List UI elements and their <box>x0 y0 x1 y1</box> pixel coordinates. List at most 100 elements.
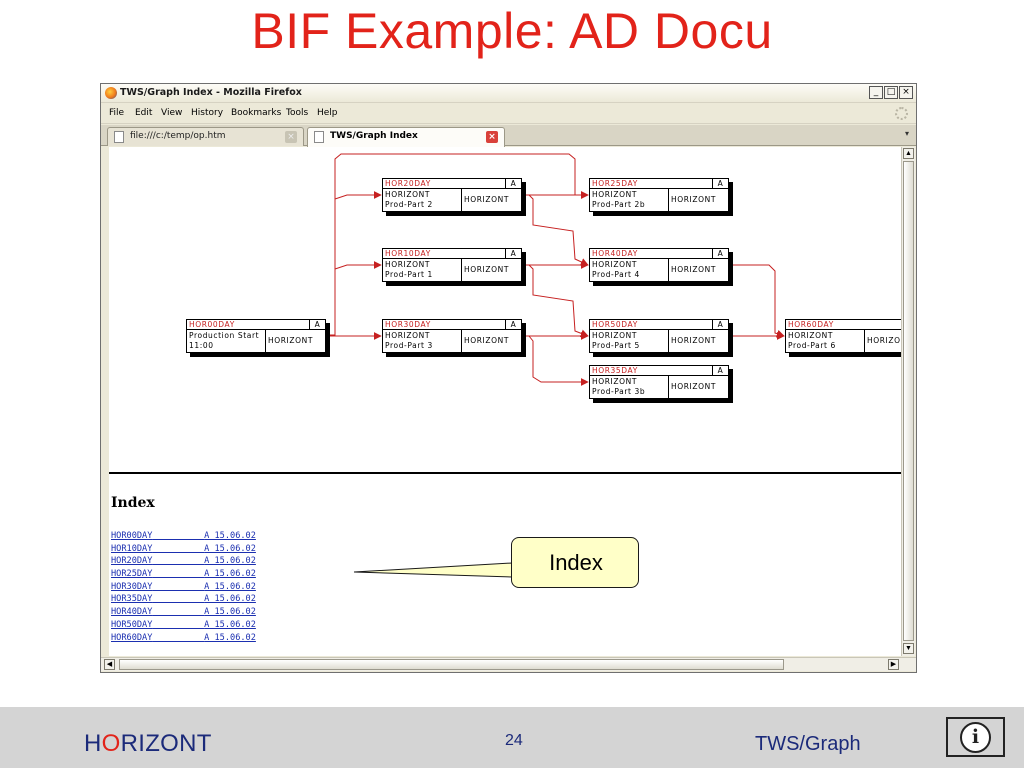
scroll-down-icon[interactable]: ▼ <box>903 643 914 654</box>
node-owner: HORIZONT <box>461 189 521 211</box>
node-id: HOR30DAY <box>385 320 431 329</box>
index-link-hor25day[interactable]: HOR25DAY A 15.06.02 <box>111 569 256 580</box>
index-link-hor60day[interactable]: HOR60DAY A 15.06.02 <box>111 632 256 643</box>
menu-view[interactable]: View <box>161 108 183 118</box>
menu-bar: File Edit View History Bookmarks Tools H… <box>101 104 916 124</box>
edge-hor00-hor10 <box>334 261 382 335</box>
tab-close-icon[interactable]: × <box>486 131 498 143</box>
node-owner: HORIZONT <box>668 330 728 352</box>
graph-node[interactable]: HOR40DAY A HORIZONT Prod-Part 4 HORIZONT <box>589 248 733 286</box>
minimize-button[interactable]: _ <box>869 86 883 99</box>
node-desc: Prod-Part 6 <box>788 341 836 350</box>
node-desc: HORIZONT <box>592 377 637 386</box>
menu-edit[interactable]: Edit <box>135 108 153 118</box>
node-desc: HORIZONT <box>385 190 430 199</box>
scroll-right-icon[interactable]: ▶ <box>888 659 899 670</box>
graph-node[interactable]: HOR25DAY A HORIZONT Prod-Part 2b HORIZON… <box>589 178 733 216</box>
info-icon: i <box>960 722 991 753</box>
slide-footer: HORIZONT 24 TWS/Graph i <box>0 707 1024 768</box>
vertical-scrollbar[interactable]: ▲ ▼ <box>901 147 915 656</box>
node-flag: A <box>309 320 325 330</box>
node-id: HOR25DAY <box>592 179 638 188</box>
node-flag: A <box>505 249 521 259</box>
index-link-hor20day[interactable]: HOR20DAY A 15.06.02 <box>111 556 256 567</box>
node-desc: HORIZONT <box>592 260 637 269</box>
index-link-hor30day[interactable]: HOR30DAY A 15.06.02 <box>111 581 256 592</box>
menu-history[interactable]: History <box>191 108 224 118</box>
node-id: HOR10DAY <box>385 249 431 258</box>
node-id: HOR20DAY <box>385 179 431 188</box>
scroll-left-icon[interactable]: ◀ <box>104 659 115 670</box>
node-desc: HORIZONT <box>385 260 430 269</box>
node-desc: HORIZONT <box>385 331 430 340</box>
node-desc: HORIZONT <box>788 331 833 340</box>
brand-logo: HORIZONT <box>84 730 212 757</box>
throbber-icon <box>895 107 908 120</box>
index-heading: Index <box>111 495 155 511</box>
graph-node[interactable]: HOR50DAY A HORIZONT Prod-Part 5 HORIZONT <box>589 319 733 357</box>
index-link-hor35day[interactable]: HOR35DAY A 15.06.02 <box>111 594 256 605</box>
index-link-hor10day[interactable]: HOR10DAY A 15.06.02 <box>111 543 256 554</box>
info-button[interactable]: i <box>946 717 1005 757</box>
node-desc: Prod-Part 3b <box>592 387 646 396</box>
slide-title: BIF Example: AD Docu <box>251 3 773 59</box>
firefox-logo-icon <box>105 87 117 99</box>
node-flag: A <box>712 179 728 189</box>
page-number: 24 <box>505 732 523 749</box>
footer-title: TWS/Graph <box>755 733 861 755</box>
vertical-scroll-thumb[interactable] <box>903 161 914 641</box>
window-titlebar[interactable]: TWS/Graph Index - Mozilla Firefox _ □ × <box>101 84 916 103</box>
node-flag: A <box>712 320 728 330</box>
edge-hor10-hor50 <box>528 264 589 338</box>
graph-node[interactable]: HOR00DAY A Production Start 11:00 HORIZO… <box>186 319 330 357</box>
node-flag: A <box>505 179 521 189</box>
maximize-button[interactable]: □ <box>884 86 898 99</box>
node-desc: Prod-Part 5 <box>592 341 640 350</box>
node-desc: Prod-Part 2 <box>385 200 433 209</box>
node-id: HOR35DAY <box>592 366 638 375</box>
index-link-hor40day[interactable]: HOR40DAY A 15.06.02 <box>111 607 256 618</box>
node-desc: HORIZONT <box>592 190 637 199</box>
tab-graph-index[interactable]: TWS/Graph Index × <box>307 127 505 147</box>
node-id: HOR00DAY <box>189 320 235 329</box>
menu-bookmarks[interactable]: Bookmarks <box>231 108 282 118</box>
tab-bar: file:///c:/temp/op.htm × TWS/Graph Index… <box>101 125 916 147</box>
node-flag: A <box>505 320 521 330</box>
tab-list-dropdown-icon[interactable]: ▾ <box>904 129 909 138</box>
callout-box: Index <box>511 537 639 588</box>
node-id: HOR40DAY <box>592 249 638 258</box>
edge-hor30-hor35 <box>528 335 589 386</box>
node-desc: Prod-Part 3 <box>385 341 433 350</box>
browser-window: TWS/Graph Index - Mozilla Firefox _ □ × … <box>100 83 917 673</box>
graph-node[interactable]: HOR35DAY A HORIZONT Prod-Part 3b HORIZON… <box>589 365 733 403</box>
index-link-hor50day[interactable]: HOR50DAY A 15.06.02 <box>111 619 256 630</box>
graph-node[interactable]: HOR10DAY A HORIZONT Prod-Part 1 HORIZONT <box>382 248 526 286</box>
node-owner: HORIZONT <box>668 259 728 281</box>
tab-label: TWS/Graph Index <box>330 131 418 141</box>
close-button[interactable]: × <box>899 86 913 99</box>
document-icon <box>314 131 324 143</box>
node-owner: HORIZONT <box>461 330 521 352</box>
horizontal-scroll-thumb[interactable] <box>119 659 784 670</box>
graph-node[interactable]: HOR30DAY A HORIZONT Prod-Part 3 HORIZONT <box>382 319 526 357</box>
menu-file[interactable]: File <box>109 108 125 118</box>
menu-help[interactable]: Help <box>317 108 338 118</box>
tab-close-icon[interactable]: × <box>285 131 297 143</box>
node-desc: Production Start <box>189 331 260 340</box>
horizontal-scrollbar[interactable]: ◀ ▶ <box>101 657 916 671</box>
node-owner: HORIZONT <box>461 259 521 281</box>
node-desc: Prod-Part 1 <box>385 270 433 279</box>
graph-node[interactable]: HOR60DAY A HORIZONT Prod-Part 6 HORIZO <box>785 319 901 357</box>
node-desc: Prod-Part 4 <box>592 270 640 279</box>
index-link-hor00day[interactable]: HOR00DAY A 15.06.02 <box>111 531 256 541</box>
callout-text: Index <box>549 550 603 575</box>
node-desc: Prod-Part 2b <box>592 200 646 209</box>
node-owner: HORIZONT <box>668 189 728 211</box>
scroll-up-icon[interactable]: ▲ <box>903 148 914 159</box>
tab-file[interactable]: file:///c:/temp/op.htm × <box>107 127 304 146</box>
index-list: HOR00DAY A 15.06.02 HOR10DAY A 15.06.02 … <box>111 530 256 644</box>
graph-node[interactable]: HOR20DAY A HORIZONT Prod-Part 2 HORIZONT <box>382 178 526 216</box>
dependency-graph: HOR00DAY A Production Start 11:00 HORIZO… <box>109 147 901 474</box>
menu-tools[interactable]: Tools <box>286 108 309 118</box>
